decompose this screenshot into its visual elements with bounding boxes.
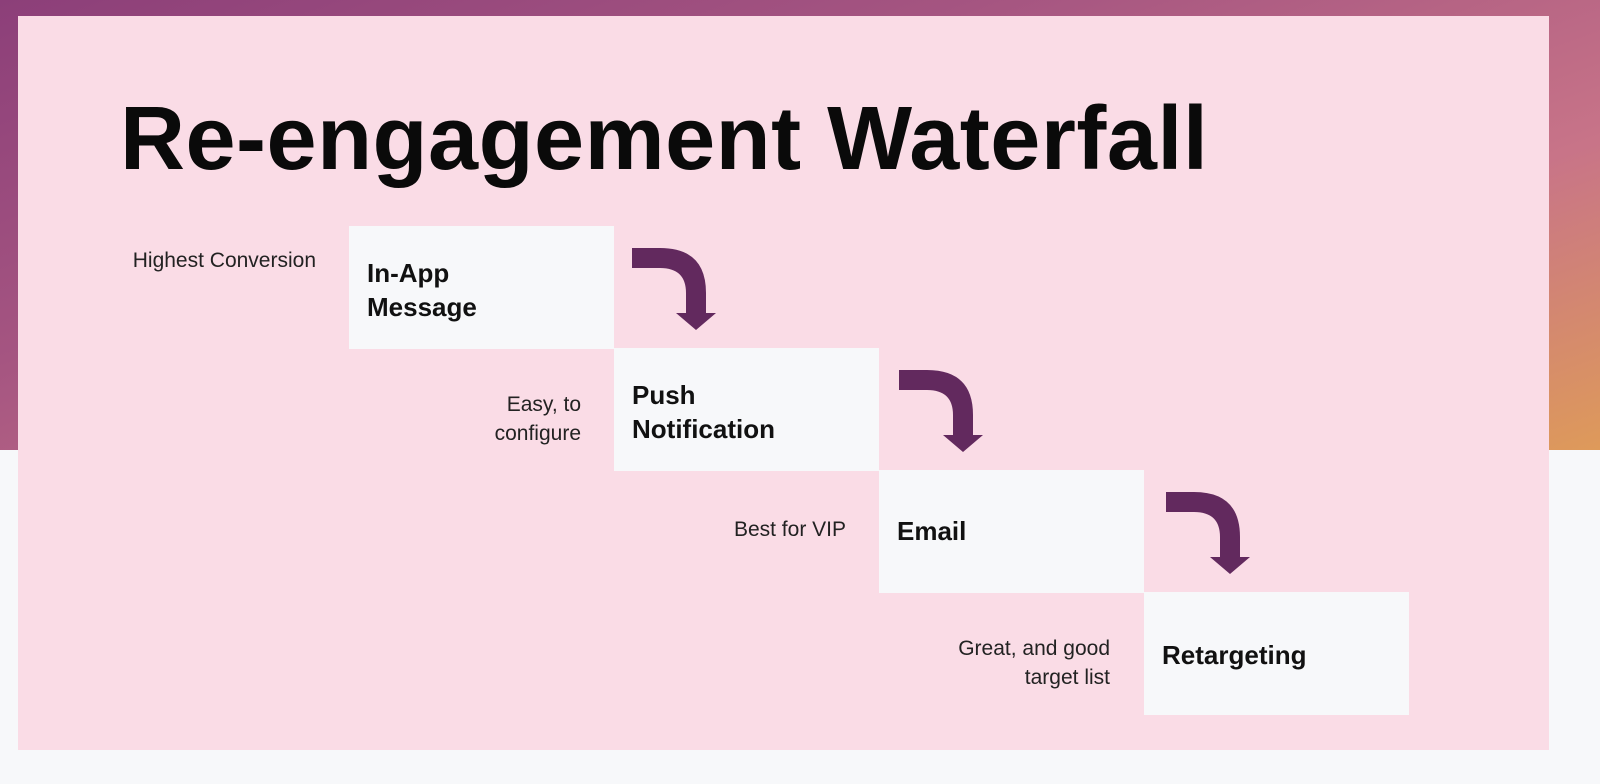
step-label: Retargeting — [1162, 640, 1307, 670]
step-note-text: Great, and good target list — [958, 637, 1110, 689]
step-label: Push Notification — [632, 380, 775, 444]
page-title: Re-engagement Waterfall — [120, 89, 1209, 189]
curved-down-arrow-icon — [899, 370, 983, 452]
step-note-text: Easy, to configure — [494, 393, 581, 445]
step-note: Easy, to configure — [331, 390, 581, 448]
curved-down-arrow-icon — [1166, 492, 1250, 574]
step-box-retargeting: Retargeting — [1144, 592, 1409, 715]
step-note: Best for VIP — [733, 518, 846, 541]
step-box-email: Email — [879, 470, 1144, 593]
step-box-push: Push Notification — [614, 348, 879, 471]
step-box-in-app: In-App Message — [349, 226, 614, 349]
curved-down-arrow-icon — [632, 248, 716, 330]
step-label: Email — [897, 516, 967, 546]
step-note: Great, and good target list — [860, 634, 1110, 692]
step-note: Highest Conversion — [132, 249, 316, 272]
step-label: In-App Message — [367, 258, 477, 322]
